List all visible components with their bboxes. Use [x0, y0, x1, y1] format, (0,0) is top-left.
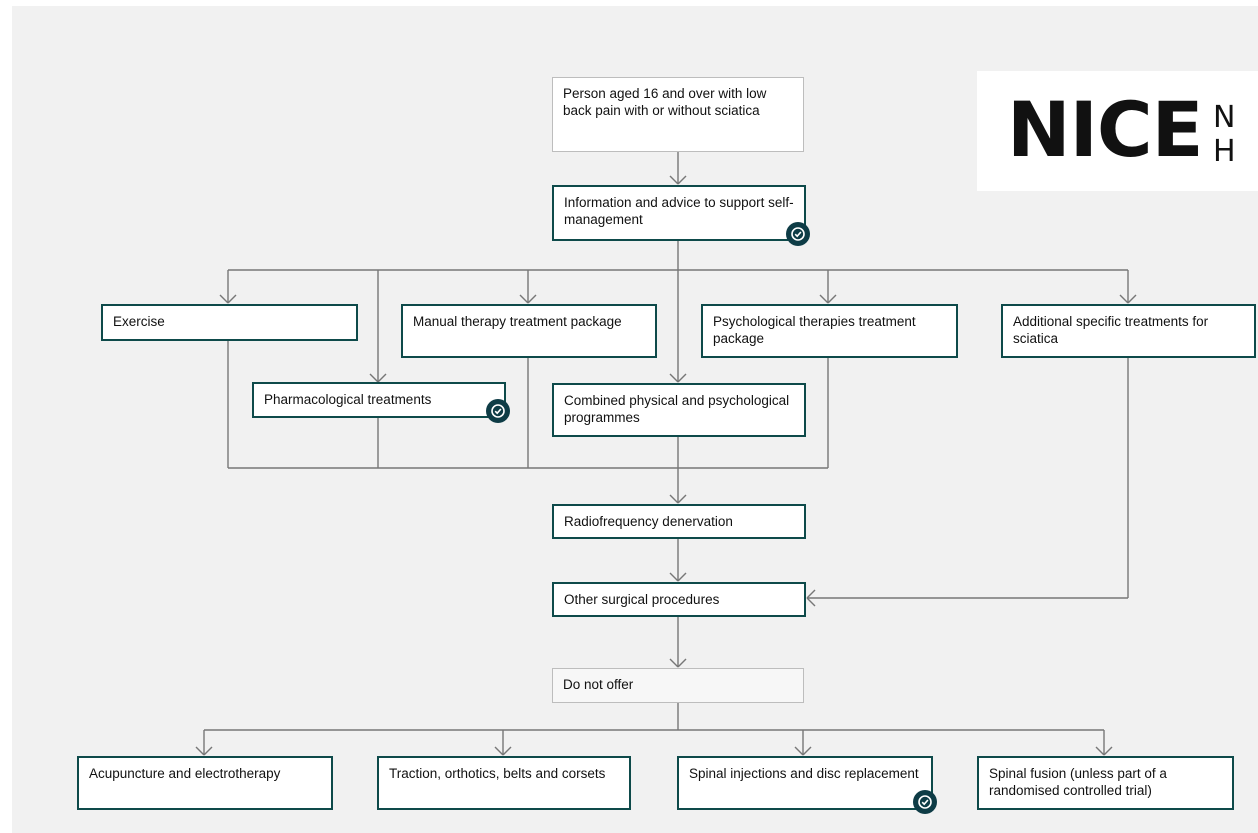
node-combined[interactable]: Combined physical and psychological prog…	[552, 383, 806, 437]
node-start: Person aged 16 and over with low back pa…	[552, 77, 804, 152]
node-surgery[interactable]: Other surgical procedures	[552, 582, 806, 617]
node-spinal-fusion[interactable]: Spinal fusion (unless part of a randomis…	[977, 756, 1234, 810]
logo-wordmark: NICE	[1007, 85, 1204, 174]
node-advice[interactable]: Information and advice to support self-m…	[552, 185, 806, 241]
node-spinal-injections[interactable]: Spinal injections and disc replacement	[677, 756, 933, 810]
node-radiofrequency[interactable]: Radiofrequency denervation	[552, 504, 806, 539]
logo-tail: N H	[1213, 101, 1236, 169]
node-sciatica[interactable]: Additional specific treatments for sciat…	[1001, 304, 1256, 358]
node-pharmacological[interactable]: Pharmacological treatments	[252, 382, 506, 418]
node-manual-therapy[interactable]: Manual therapy treatment package	[401, 304, 657, 358]
node-do-not-offer: Do not offer	[552, 668, 804, 703]
check-circle-icon[interactable]	[486, 399, 510, 423]
check-circle-icon[interactable]	[786, 222, 810, 246]
node-acupuncture[interactable]: Acupuncture and electrotherapy	[77, 756, 333, 810]
logo-tail-bottom: H	[1213, 134, 1236, 169]
node-psychological[interactable]: Psychological therapies treatment packag…	[701, 304, 958, 358]
nice-logo: NICE N H	[977, 71, 1258, 191]
logo-tail-top: N	[1213, 100, 1236, 135]
check-circle-icon[interactable]	[913, 790, 937, 814]
node-traction[interactable]: Traction, orthotics, belts and corsets	[377, 756, 631, 810]
node-exercise[interactable]: Exercise	[101, 304, 358, 341]
